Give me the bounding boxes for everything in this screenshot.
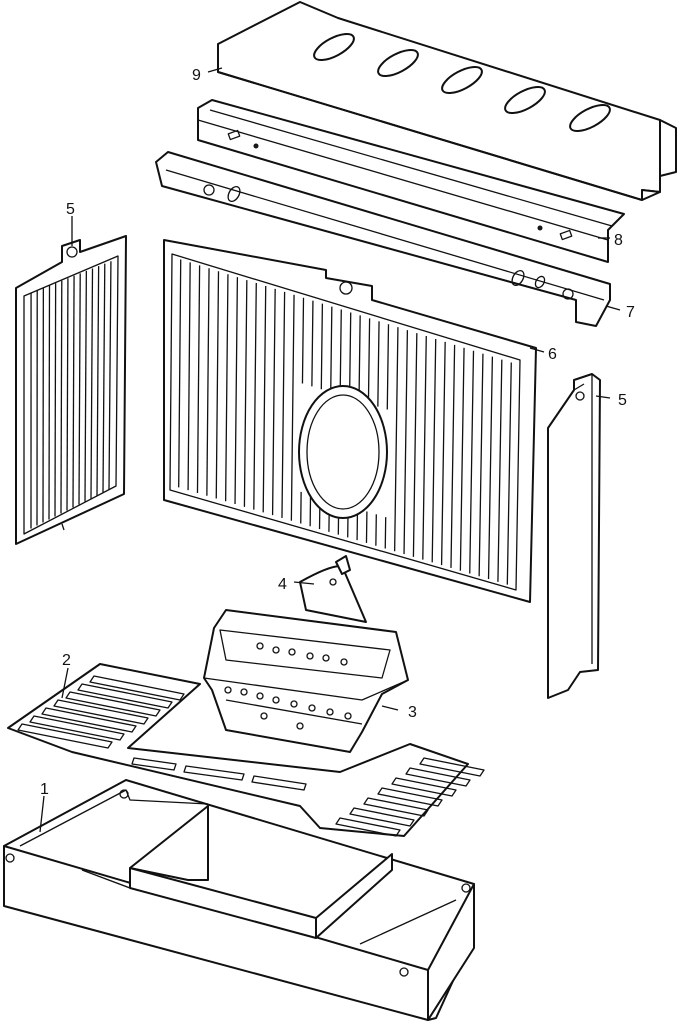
part-1-base-tray [3, 779, 475, 1021]
grate-bar [41, 707, 137, 733]
part-7-lower-rail [155, 151, 611, 327]
grate-bar [17, 723, 113, 749]
grate-bars-front [131, 757, 307, 791]
back-rib [290, 294, 295, 521]
grate-bars-right [335, 757, 485, 837]
callout-1: 1 [40, 781, 49, 798]
back-rib [178, 259, 182, 488]
back-rib [320, 303, 324, 390]
back-rib [422, 336, 427, 560]
basket-holes [224, 642, 352, 730]
grate-bar [29, 715, 125, 741]
grate-bar [391, 777, 457, 797]
back-rib [253, 283, 257, 510]
part-4-damper-plate [299, 555, 367, 623]
back-rib [215, 271, 220, 499]
part-5-left-side-panel [15, 235, 127, 545]
baffle-slots [313, 32, 611, 133]
back-rib [487, 356, 494, 580]
back-rib [339, 309, 342, 396]
back-rib [262, 285, 267, 513]
back-rib [367, 318, 371, 404]
side-rib [108, 261, 112, 490]
back-rib [506, 362, 512, 585]
back-rib [403, 330, 409, 555]
back-rib [377, 321, 380, 407]
side-rib [66, 278, 69, 511]
side-rib [96, 266, 100, 496]
back-rib [271, 288, 276, 516]
callout-labels: 9 5 8 7 6 5 4 3 2 1 [40, 67, 635, 798]
callout-7: 7 [626, 304, 635, 321]
grate-bar [77, 683, 173, 709]
grate-bar [363, 797, 429, 817]
back-rib [386, 324, 390, 410]
back-rib [497, 359, 503, 582]
callout-6: 6 [548, 346, 557, 363]
side-rib [54, 283, 57, 517]
back-rib [311, 300, 314, 387]
callout-3: 3 [408, 704, 417, 721]
callout-2: 2 [62, 652, 71, 669]
side-rib [84, 270, 88, 502]
grate-bar [349, 807, 415, 827]
back-rib [393, 327, 399, 552]
callout-5-right: 5 [618, 392, 627, 409]
part-5-right-side-plate [547, 373, 601, 699]
part-8-upper-rail [197, 99, 625, 263]
side-rib [48, 285, 51, 520]
grate-bar [65, 691, 161, 717]
back-rib [301, 297, 305, 384]
side-rib [72, 275, 75, 508]
back-rib [469, 350, 475, 574]
part-2-grate [7, 663, 485, 837]
back-rib [348, 312, 352, 398]
callout-leaders [39, 67, 621, 833]
back-rib [440, 341, 446, 566]
grate-bars-left [17, 675, 185, 749]
back-rib [330, 306, 333, 393]
back-rib [478, 353, 484, 577]
callout-9: 9 [192, 67, 201, 84]
back-rib [431, 338, 437, 563]
left-panel-ribs [30, 261, 112, 529]
side-rib [102, 263, 106, 493]
side-rib [60, 280, 63, 514]
grate-bar [405, 767, 471, 787]
back-rib [358, 315, 361, 401]
back-rib [412, 333, 418, 557]
part-3-basket [203, 609, 409, 753]
back-rib [196, 265, 201, 493]
callout-8: 8 [614, 232, 623, 249]
part-6-back-panel [163, 239, 537, 603]
back-panel-ribs [178, 259, 512, 585]
back-rib [243, 280, 248, 507]
back-rib [450, 344, 456, 568]
side-rib [78, 273, 81, 505]
callout-4: 4 [278, 576, 287, 593]
grate-bar [53, 699, 149, 725]
back-rib [234, 277, 239, 505]
back-rib [187, 262, 191, 491]
back-rib [224, 274, 229, 502]
grate-bar [419, 757, 485, 777]
grate-bar [89, 675, 185, 701]
back-rib [206, 268, 210, 496]
back-rib [459, 347, 465, 571]
side-rib [90, 268, 94, 499]
callout-5-left: 5 [66, 201, 75, 218]
back-rib [281, 291, 286, 518]
grate-bar [377, 787, 443, 807]
grate-bar [335, 817, 401, 837]
part-9-baffle-board [217, 1, 677, 201]
